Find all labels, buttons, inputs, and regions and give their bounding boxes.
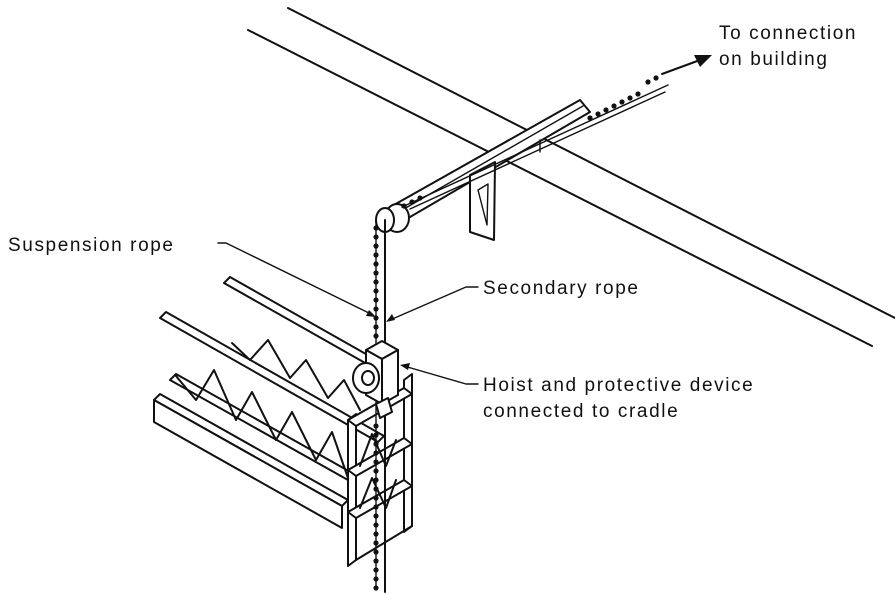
- rope-bead: [373, 441, 379, 447]
- rope-bead: [373, 270, 379, 276]
- rope-bead: [587, 115, 593, 121]
- rope-bead: [373, 585, 379, 591]
- rope-bead: [373, 225, 379, 231]
- rope-bead: [401, 203, 407, 209]
- rope-bead: [627, 95, 633, 101]
- leader-lines: [217, 242, 479, 385]
- rope-bead: [603, 107, 609, 113]
- rope-bead: [409, 199, 415, 205]
- rope-bead: [373, 504, 379, 510]
- rope-bead: [373, 549, 379, 555]
- rope-bead: [595, 111, 601, 117]
- rope-bead: [373, 486, 379, 492]
- hoist-device: [352, 340, 399, 419]
- label-to-connection-line1: To connection: [719, 23, 857, 44]
- rope-bead: [373, 450, 379, 456]
- label-suspension-rope: Suspension rope: [8, 235, 175, 256]
- rope-bead: [373, 297, 379, 303]
- to-connection-arrow: [661, 55, 712, 75]
- rope-bead: [373, 540, 379, 546]
- rope-bead: [373, 459, 379, 465]
- rope-bead: [373, 567, 379, 573]
- rope-bead: [373, 558, 379, 564]
- rope-bead: [373, 531, 379, 537]
- rope-bead: [619, 99, 625, 105]
- rope-bead: [373, 423, 379, 429]
- rope-bead: [373, 495, 379, 501]
- rope-bead: [373, 234, 379, 240]
- rope-bead: [373, 522, 379, 528]
- rope-bead: [373, 306, 379, 312]
- building-roof-edge: [247, 7, 895, 347]
- rope-bead: [373, 252, 379, 258]
- rope-bead: [373, 288, 379, 294]
- rope-bead: [611, 103, 617, 109]
- rope-bead: [373, 576, 379, 582]
- rope-beads-upper: [401, 75, 659, 209]
- label-secondary-rope: Secondary rope: [483, 278, 640, 299]
- rope-bead: [373, 261, 379, 267]
- rope-bead: [373, 333, 379, 339]
- rope-bead: [635, 91, 641, 97]
- rope-bead: [417, 195, 423, 201]
- rope-bead: [373, 243, 379, 249]
- rope-bead: [373, 477, 379, 483]
- label-to-connection-line2: on building: [719, 49, 829, 70]
- outrigger-beam: [375, 99, 591, 241]
- rope-bead: [373, 432, 379, 438]
- label-hoist-line1: Hoist and protective device: [483, 375, 754, 396]
- rope-bead: [373, 468, 379, 474]
- rope-beads-vertical: [373, 225, 379, 591]
- rope-bead: [373, 279, 379, 285]
- rope-bead: [653, 75, 659, 81]
- rope-to-building: [401, 84, 669, 210]
- cradle: [153, 276, 413, 567]
- label-hoist-line2: connected to cradle: [483, 401, 679, 422]
- rope-bead: [645, 79, 651, 85]
- rope-bead: [373, 513, 379, 519]
- labels: To connection on building Suspension rop…: [8, 23, 857, 422]
- rope-bead: [373, 324, 379, 330]
